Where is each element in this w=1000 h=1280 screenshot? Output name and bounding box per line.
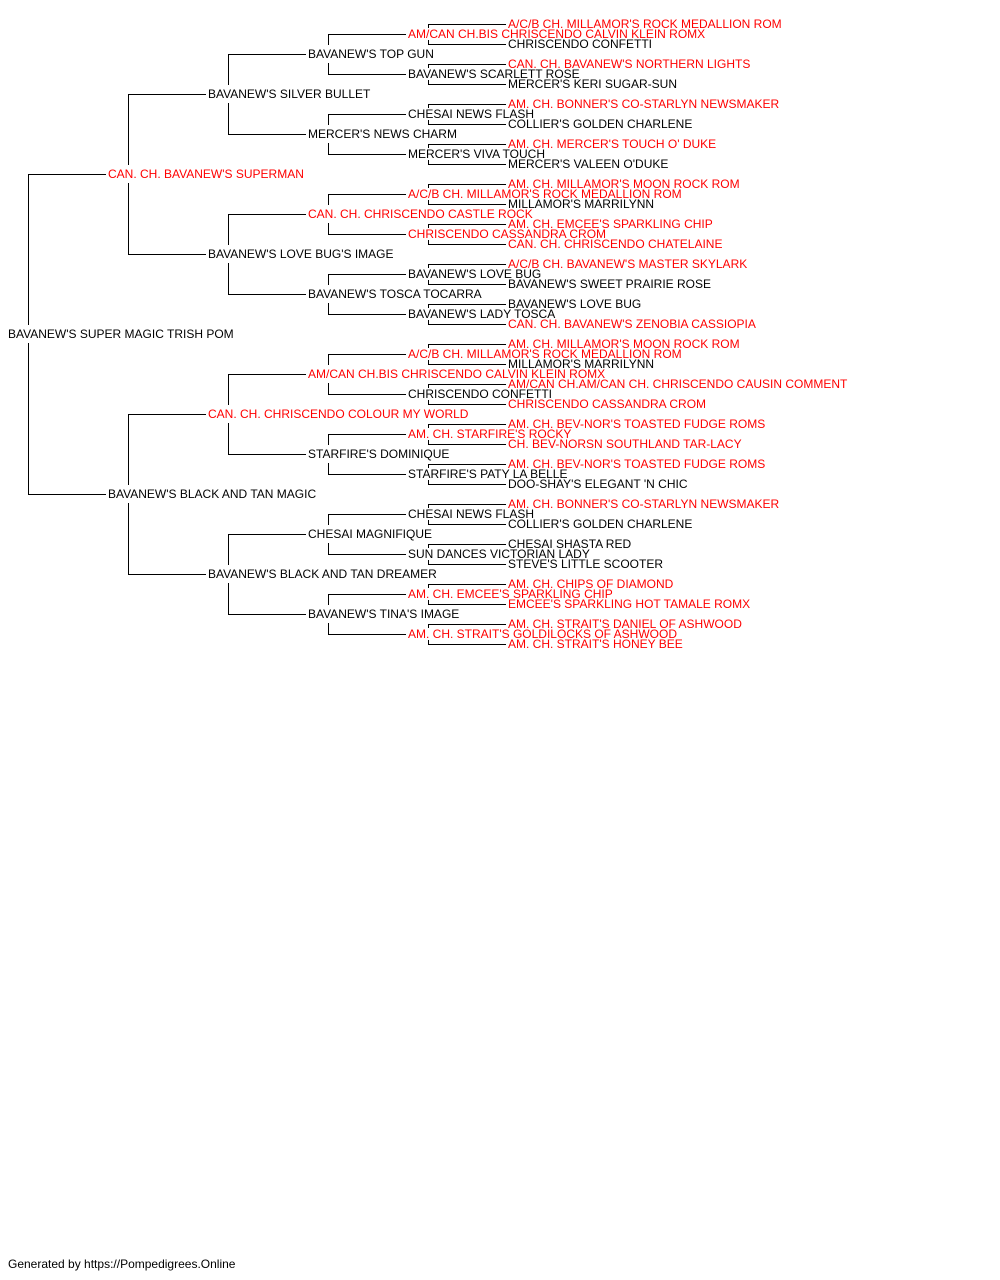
pedigree-node-gen4: SUN DANCES VICTORIAN LADY — [408, 547, 590, 561]
pedigree-node-gen5: AM. CH. CHIPS OF DIAMOND — [508, 577, 674, 591]
pedigree-node-gen4: A/C/B CH. MILLAMOR'S ROCK MEDALLION ROM — [408, 187, 682, 201]
pedigree-node-gen5: CAN. CH. BAVANEW'S NORTHERN LIGHTS — [508, 57, 751, 71]
pedigree-node-gen5: COLLIER'S GOLDEN CHARLENE — [508, 517, 693, 531]
pedigree-node-gen5: AM/CAN CH.AM/CAN CH. CHRISCENDO CAUSIN C… — [508, 377, 848, 391]
pedigree-node-gen4: A/C/B CH. MILLAMOR'S ROCK MEDALLION ROM — [408, 347, 682, 361]
pedigree-node-gen4: AM. CH. STARFIRE'S ROCKY — [408, 427, 572, 441]
pedigree-node-gen4: MERCER'S VIVA TOUCH — [408, 147, 545, 161]
pedigree-node-gen4: BAVANEW'S LOVE BUG — [408, 267, 542, 281]
pedigree-node-gen4: BAVANEW'S SCARLETT ROSE — [408, 67, 580, 81]
pedigree-node-gen5: CAN. CH. BAVANEW'S ZENOBIA CASSIOPIA — [508, 317, 756, 331]
pedigree-node-gen4: AM. CH. STRAIT'S GOLDILOCKS OF ASHWOOD — [408, 627, 677, 641]
pedigree-node-gen5: MERCER'S VALEEN O'DUKE — [508, 157, 669, 171]
pedigree-node-gen4: CHESAI NEWS FLASH — [408, 507, 535, 521]
pedigree-node-gen2: CAN. CH. CHRISCENDO COLOUR MY WORLD — [208, 407, 469, 421]
pedigree-node-gen5: A/C/B CH. BAVANEW'S MASTER SKYLARK — [508, 257, 748, 271]
pedigree-node-gen5: AM. CH. BONNER'S CO-STARLYN NEWSMAKER — [508, 497, 780, 511]
pedigree-node-gen4: AM/CAN CH.BIS CHRISCENDO CALVIN KLEIN RO… — [408, 27, 706, 41]
pedigree-node-gen4: STARFIRE'S PATY LA BELLE — [408, 467, 568, 481]
pedigree-node-gen3: CAN. CH. CHRISCENDO CASTLE ROCK — [308, 207, 533, 221]
pedigree-node-gen5: CHRISCENDO CASSANDRA CROM — [508, 397, 707, 411]
pedigree-node-gen5: AM. CH. STRAIT'S DANIEL OF ASHWOOD — [508, 617, 742, 631]
pedigree-node-gen5: CHESAI SHASTA RED — [508, 537, 632, 551]
pedigree-node-gen3: MERCER'S NEWS CHARM — [308, 127, 457, 141]
pedigree-node-gen5: AM. CH. BONNER'S CO-STARLYN NEWSMAKER — [508, 97, 780, 111]
pedigree-node-gen2: BAVANEW'S SILVER BULLET — [208, 87, 371, 101]
pedigree-node-gen5: A/C/B CH. MILLAMOR'S ROCK MEDALLION ROM — [508, 17, 782, 31]
pedigree-node-gen3: BAVANEW'S TOP GUN — [308, 47, 434, 61]
pedigree-node-gen3: BAVANEW'S TINA'S IMAGE — [308, 607, 460, 621]
pedigree-node-gen5: AM. CH. MERCER'S TOUCH O' DUKE — [508, 137, 717, 151]
pedigree-node-gen5: EMCEE'S SPARKLING HOT TAMALE ROMX — [508, 597, 751, 611]
pedigree-node-gen5: CHRISCENDO CONFETTI — [508, 37, 652, 51]
pedigree-node-gen0: BAVANEW'S SUPER MAGIC TRISH POM — [8, 327, 234, 341]
pedigree-node-gen3: STARFIRE'S DOMINIQUE — [308, 447, 450, 461]
pedigree-node-gen5: MILLAMOR'S MARRILYNN — [508, 357, 655, 371]
pedigree-node-gen5: AM. CH. BEV-NOR'S TOASTED FUDGE ROMS — [508, 417, 766, 431]
pedigree-node-gen1: BAVANEW'S BLACK AND TAN MAGIC — [108, 487, 317, 501]
pedigree-node-gen5: BAVANEW'S SWEET PRAIRIE ROSE — [508, 277, 711, 291]
pedigree-node-gen3: BAVANEW'S TOSCA TOCARRA — [308, 287, 482, 301]
pedigree-node-gen5: MILLAMOR'S MARRILYNN — [508, 197, 655, 211]
pedigree-node-gen3: CHESAI MAGNIFIQUE — [308, 527, 433, 541]
pedigree-node-gen5: AM. CH. MILLAMOR'S MOON ROCK ROM — [508, 337, 740, 351]
pedigree-node-gen5: BAVANEW'S LOVE BUG — [508, 297, 642, 311]
pedigree-node-gen4: CHRISCENDO CASSANDRA CROM — [408, 227, 607, 241]
pedigree-node-gen2: BAVANEW'S BLACK AND TAN DREAMER — [208, 567, 437, 581]
pedigree-node-gen4: BAVANEW'S LADY TOSCA — [408, 307, 556, 321]
pedigree-node-gen5: CAN. CH. CHRISCENDO CHATELAINE — [508, 237, 723, 251]
pedigree-node-gen5: AM. CH. STRAIT'S HONEY BEE — [508, 637, 683, 651]
pedigree-node-gen5: COLLIER'S GOLDEN CHARLENE — [508, 117, 693, 131]
pedigree-node-gen5: DOO-SHAY'S ELEGANT 'N CHIC — [508, 477, 688, 491]
pedigree-node-gen4: AM. CH. EMCEE'S SPARKLING CHIP — [408, 587, 613, 601]
pedigree-node-gen5: STEVE'S LITTLE SCOOTER — [508, 557, 663, 571]
pedigree-node-gen5: AM. CH. EMCEE'S SPARKLING CHIP — [508, 217, 713, 231]
generated-by-footer: Generated by https://Pompedigrees.Online — [8, 1257, 236, 1271]
pedigree-node-gen5: AM. CH. MILLAMOR'S MOON ROCK ROM — [508, 177, 740, 191]
pedigree-node-gen1: CAN. CH. BAVANEW'S SUPERMAN — [108, 167, 304, 181]
pedigree-node-gen2: BAVANEW'S LOVE BUG'S IMAGE — [208, 247, 394, 261]
pedigree-node-gen4: CHRISCENDO CONFETTI — [408, 387, 552, 401]
pedigree-node-gen5: CH. BEV-NORSN SOUTHLAND TAR-LACY — [508, 437, 742, 451]
pedigree-node-gen5: AM. CH. BEV-NOR'S TOASTED FUDGE ROMS — [508, 457, 766, 471]
pedigree-node-gen3: AM/CAN CH.BIS CHRISCENDO CALVIN KLEIN RO… — [308, 367, 606, 381]
pedigree-node-gen5: MERCER'S KERI SUGAR-SUN — [508, 77, 677, 91]
pedigree-node-gen4: CHESAI NEWS FLASH — [408, 107, 535, 121]
